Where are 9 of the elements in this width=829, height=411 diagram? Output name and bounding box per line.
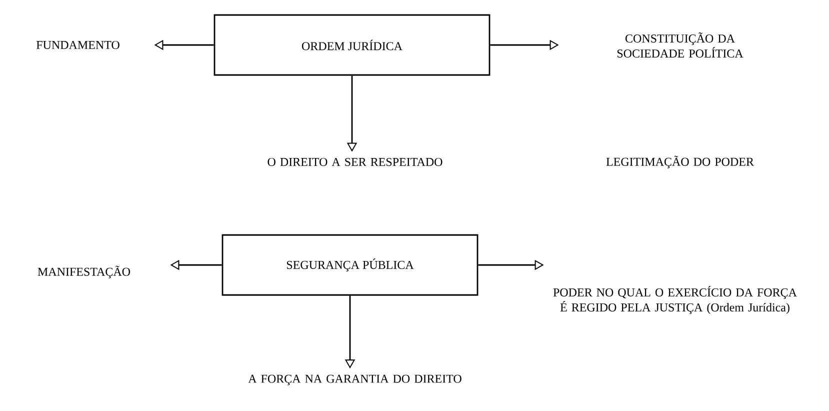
label-text: LEGITIMAÇÃO DO PODER xyxy=(606,156,754,168)
node-text: PODER NO QUAL O EXERCÍCIO DA FORÇA É REGIDO PELA JUSTIÇA (Ordem Jurídica) xyxy=(553,286,797,314)
process-box: ORDEM JURÍDICA xyxy=(214,14,490,76)
node-text: MANIFESTAÇÃO xyxy=(38,266,130,278)
node-text: FUNDAMENTO xyxy=(36,40,120,50)
process-box: SEGURANÇA PÚBLICA xyxy=(222,234,478,296)
node-text: O DIREITO A SER RESPEITADO xyxy=(268,158,442,166)
node-text: A FORÇA NA GARANTIA DO DIREITO xyxy=(248,374,462,386)
node-text: CONSTITUIÇÃO DA SOCIEDADE POLÍTICA xyxy=(617,32,744,58)
